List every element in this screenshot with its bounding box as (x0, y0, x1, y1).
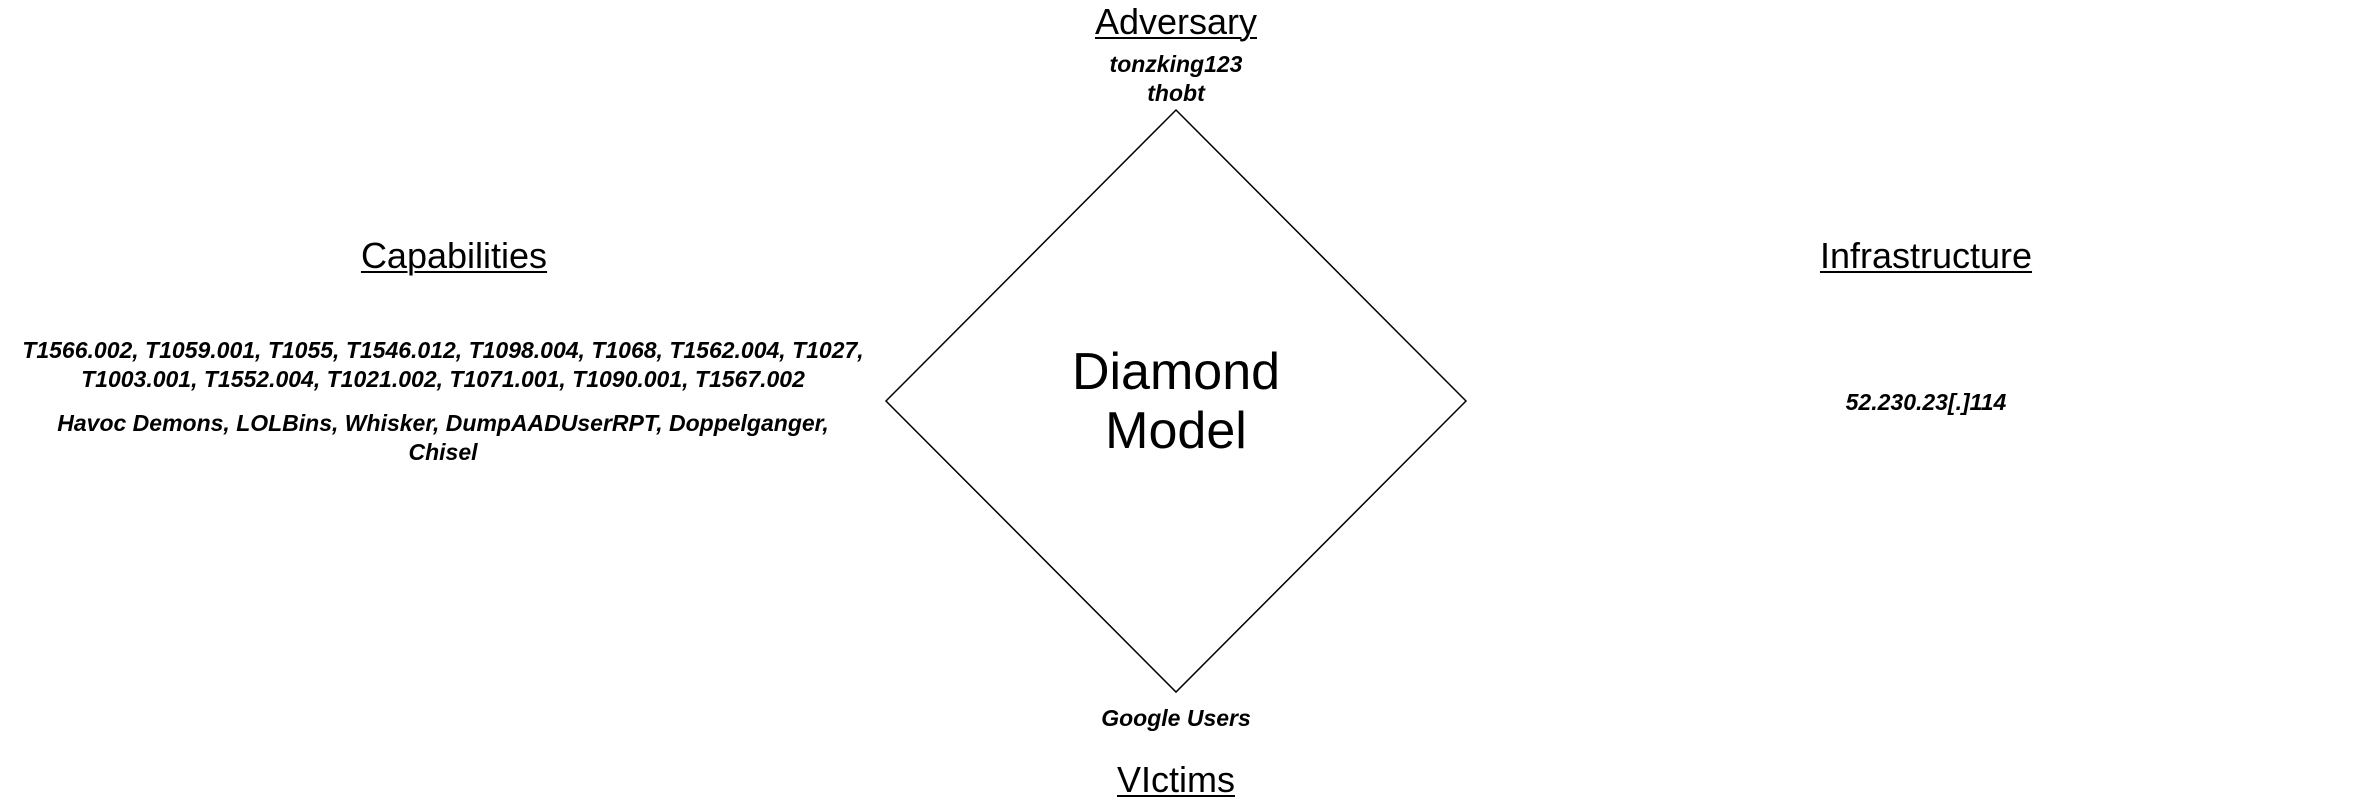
center-title-line1: Diamond (1071, 343, 1281, 401)
victims-item: Google Users (1101, 705, 1251, 731)
adversary-list: tonzking123 thobt (1026, 50, 1326, 108)
adversary-heading: Adversary (1094, 1, 1258, 42)
tools-line: Havoc Demons, LOLBins, Whisker, DumpAADU… (57, 410, 829, 436)
infrastructure-heading: Infrastructure (1819, 235, 2033, 276)
techniques-line: T1566.002, T1059.001, T1055, T1546.012, … (22, 337, 864, 363)
victims-list: Google Users (1026, 704, 1326, 733)
adversary-item: tonzking123 (1109, 51, 1243, 77)
infrastructure-item: 52.230.23[.]114 (1845, 389, 2007, 415)
capabilities-tools: Havoc Demons, LOLBins, Whisker, DumpAADU… (0, 409, 886, 467)
capabilities-techniques: T1566.002, T1059.001, T1055, T1546.012, … (0, 336, 886, 394)
infrastructure-list: 52.230.23[.]114 (1776, 388, 2076, 417)
diamond-center-title: Diamond Model (1026, 343, 1326, 461)
capabilities-heading: Capabilities (360, 235, 548, 276)
adversary-item: thobt (1147, 80, 1205, 106)
techniques-line: T1003.001, T1552.004, T1021.002, T1071.0… (81, 366, 805, 392)
tools-line: Chisel (408, 439, 478, 465)
diamond-shape (884, 108, 1468, 694)
center-title-line2: Model (1105, 402, 1247, 460)
victims-heading: VIctims (1116, 759, 1235, 800)
